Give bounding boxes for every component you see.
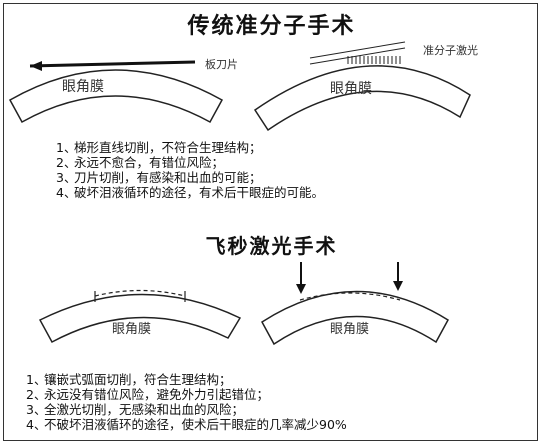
item-text: 不破坏泪液循环的途径，使术后干眼症的几率减少90% — [44, 417, 347, 432]
traditional-points: 1、梯形直线切削，不符合生理结构； 2、永远不愈合，有错位风险； 3、刀片切削，… — [56, 140, 324, 200]
item-text: 镶嵌式弧面切削，符合生理结构； — [44, 372, 232, 387]
cornea-label-top-right: 眼角膜 — [330, 81, 372, 97]
cornea-shape-top-right — [253, 65, 471, 132]
laser-arrows — [296, 262, 403, 294]
laser-label: 准分子激光 — [423, 44, 478, 57]
blade-label: 板刀片 — [205, 58, 238, 71]
item-text: 破坏泪液循环的途径，有术后干眼症的可能。 — [74, 185, 325, 200]
blade-shape — [29, 60, 196, 71]
cornea-shape-top-left — [8, 69, 224, 124]
list-item: 3、刀片切削，有感染和出血的可能； — [56, 170, 324, 185]
item-number: 3、 — [26, 402, 47, 417]
cornea-label-bottom-right: 眼角膜 — [330, 322, 370, 337]
figure-frame — [3, 3, 538, 441]
traditional-title: 传统准分子手术 — [187, 14, 356, 39]
item-text: 永远没有错位风险，避免外力引起错位； — [44, 387, 270, 402]
femto-title: 飞秒激光手术 — [205, 234, 338, 258]
item-text: 刀片切削，有感染和出血的可能； — [74, 170, 262, 185]
femto-points: 1、镶嵌式弧面切削，符合生理结构； 2、永远没有错位风险，避免外力引起错位； 3… — [26, 372, 347, 432]
list-item: 4、不破坏泪液循环的途径，使术后干眼症的几率减少90% — [26, 417, 347, 432]
item-number: 2、 — [56, 155, 77, 170]
item-number: 3、 — [56, 170, 77, 185]
cornea-label-top-left: 眼角膜 — [62, 79, 104, 95]
list-item: 2、永远不愈合，有错位风险； — [56, 155, 324, 170]
list-item: 4、破坏泪液循环的途径，有术后干眼症的可能。 — [56, 185, 324, 200]
item-number: 2、 — [26, 387, 47, 402]
cornea-label-bottom-left: 眼角膜 — [112, 322, 152, 337]
list-item: 3、全激光切削，无感染和出血的风险； — [26, 402, 347, 417]
cornea-shape-bottom-left — [38, 289, 242, 344]
item-number: 1、 — [56, 140, 77, 155]
list-item: 2、永远没有错位风险，避免外力引起错位； — [26, 387, 347, 402]
laser-beam-shape — [309, 41, 406, 65]
item-text: 永远不愈合，有错位风险； — [74, 155, 225, 170]
item-number: 4、 — [26, 417, 47, 432]
item-text: 全激光切削，无感染和出血的风险； — [44, 402, 245, 417]
item-number: 4、 — [56, 185, 77, 200]
item-number: 1、 — [26, 372, 47, 387]
item-text: 梯形直线切削，不符合生理结构； — [74, 140, 262, 155]
cornea-shape-bottom-right — [261, 290, 449, 346]
list-item: 1、镶嵌式弧面切削，符合生理结构； — [26, 372, 347, 387]
list-item: 1、梯形直线切削，不符合生理结构； — [56, 140, 324, 155]
